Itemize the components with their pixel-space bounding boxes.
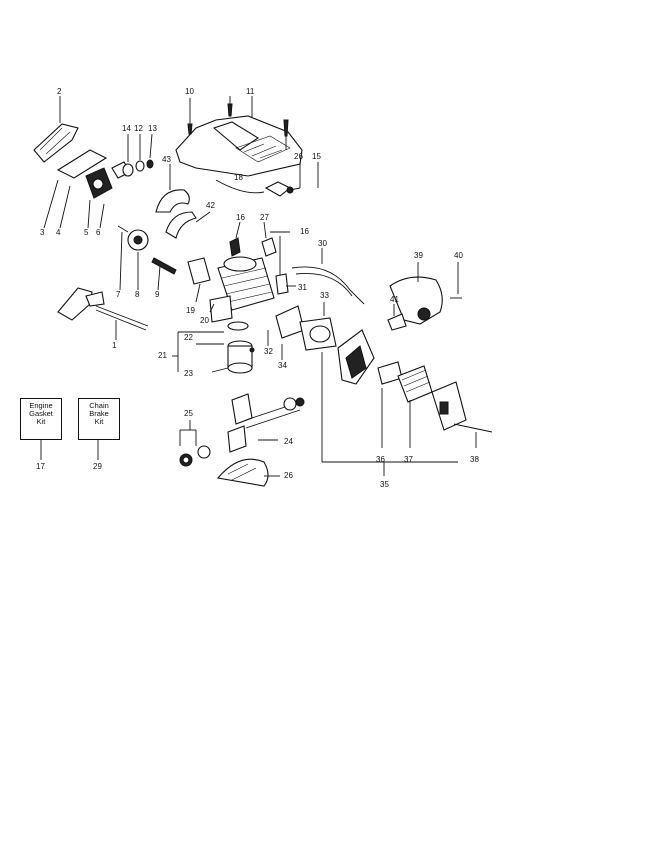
callout-33: 33 [320,291,329,300]
callout-41: 41 [390,295,399,304]
callout-35: 35 [380,480,389,489]
callout-1: 1 [112,341,117,350]
chain-brake-kit-number: 29 [93,462,102,471]
chain-brake-kit-box: Chain Brake Kit [78,398,120,440]
carburetor-drawing [43,133,154,229]
crankshaft-drawing [179,393,305,467]
engine-gasket-kit-box: Engine Gasket Kit [20,398,62,440]
part-1-tool-drawing [57,287,149,340]
callout-16-right: 16 [300,227,309,236]
callout-39: 39 [414,251,423,260]
callout-31: 31 [298,283,307,292]
part-30-wires-drawing [291,248,365,305]
callout-32: 32 [264,347,273,356]
callout-18-upper: 18 [234,173,243,182]
callout-13: 13 [148,124,157,133]
callout-22: 22 [184,333,193,342]
callout-9: 9 [155,290,160,299]
callout-20: 20 [200,316,209,325]
callout-7: 7 [116,290,121,299]
callout-16-left: 16 [236,213,245,222]
part-28-drawing [216,458,280,487]
callout-26-top: 26 [294,152,303,161]
callout-43: 43 [162,155,171,164]
part-11-top-cover-drawing [175,96,303,177]
engine-gasket-kit-number: 17 [36,462,45,471]
chain-brake-kit-line2: Brake [89,409,109,418]
callout-28: 26 [284,471,293,480]
parts-7-8-9-drawing [117,225,177,291]
callout-25: 25 [184,409,193,418]
callout-36: 36 [376,455,385,464]
muffler-drawing [267,302,493,476]
callout-5: 5 [84,228,89,237]
callout-8: 8 [135,290,140,299]
callout-34: 34 [278,361,287,370]
parts-15-26-drawing [215,162,319,197]
callout-27: 27 [260,213,269,222]
callout-21: 21 [158,351,167,360]
part-2-drawing [33,96,79,163]
callout-4: 4 [56,228,61,237]
parts-39-40-41-drawing [387,262,462,331]
callout-12: 12 [134,124,143,133]
callout-labels: 2 10 11 14 12 13 43 26 15 18 42 16 27 16… [40,87,479,489]
callout-14: 14 [122,124,131,133]
callout-24: 24 [284,437,293,446]
callout-42: 42 [206,201,215,210]
chain-brake-kit-line3: Kit [94,417,104,426]
callout-40: 40 [454,251,463,260]
parts-42-43-drawing [155,164,211,239]
callout-30: 30 [318,239,327,248]
callout-3: 3 [40,228,45,237]
callout-15: 15 [312,152,321,161]
callout-11: 11 [246,87,255,96]
callout-10: 10 [185,87,194,96]
callout-19: 19 [186,306,195,315]
callout-23: 23 [184,369,193,378]
callout-6: 6 [96,228,101,237]
engine-gasket-kit-line3: Kit [36,417,46,426]
callout-38: 38 [470,455,479,464]
piston-drawing [172,321,255,374]
callout-2: 2 [57,87,62,96]
engine-gasket-kit-line1: Engine [29,401,53,410]
chain-brake-kit-line1: Chain [89,401,109,410]
cylinder-drawing [187,221,296,323]
callout-37: 37 [404,455,413,464]
engine-gasket-kit-line2: Gasket [29,409,53,418]
